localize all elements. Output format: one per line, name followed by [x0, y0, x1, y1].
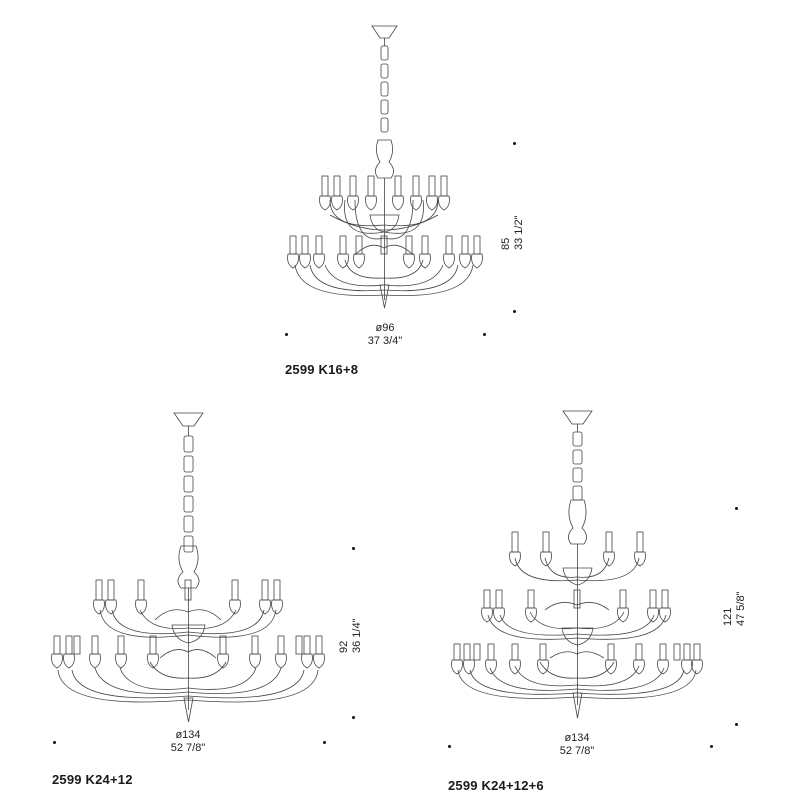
diameter-metric: ø96 — [375, 322, 395, 334]
dim-marker — [352, 547, 355, 550]
dim-marker — [53, 741, 56, 744]
height-metric: 121 — [722, 607, 734, 626]
product-code: 2599 K24+12+6 — [448, 778, 544, 793]
chandelier-panel-k24-12: ø134 52 7/8" 92 36 1/4" 2599 K24+12 — [0, 400, 400, 800]
diameter-metric: ø134 — [564, 732, 590, 744]
diameter-dimension: ø134 52 7/8" — [158, 729, 218, 755]
height-dimension: 92 36 1/4" — [338, 619, 364, 654]
diameter-dimension: ø134 52 7/8" — [547, 732, 607, 758]
dim-marker — [513, 310, 516, 313]
dim-marker — [483, 333, 486, 336]
product-code: 2599 K24+12 — [52, 772, 133, 787]
chandelier-panel-k16-8: ø96 37 3/4" 85 33 1/2" 2599 K16+8 — [285, 25, 526, 377]
diameter-metric: ø134 — [175, 729, 201, 741]
dim-marker — [285, 333, 288, 336]
height-imperial: 47 5/8" — [735, 591, 747, 627]
dim-marker — [513, 142, 516, 145]
chandelier-drawing-k16-8 — [287, 25, 483, 309]
dim-marker — [448, 745, 451, 748]
dim-marker — [735, 723, 738, 726]
height-imperial: 33 1/2" — [513, 215, 525, 251]
chandelier-drawing-k24-12 — [51, 412, 325, 723]
diameter-imperial: 52 7/8" — [559, 745, 595, 757]
height-dimension: 121 47 5/8" — [722, 592, 748, 627]
diameter-dimension: ø96 37 3/4" — [355, 322, 415, 348]
height-metric: 85 — [500, 237, 512, 250]
chandelier-panel-k24-12-6: ø134 52 7/8" 121 47 5/8" 2599 K24+12+6 — [400, 400, 800, 800]
height-metric: 92 — [338, 640, 350, 653]
dim-marker — [710, 745, 713, 748]
diameter-imperial: 37 3/4" — [367, 335, 403, 347]
chandelier-drawing-k24-12-6 — [451, 410, 703, 719]
height-dimension: 85 33 1/2" — [500, 216, 526, 251]
height-imperial: 36 1/4" — [351, 618, 363, 654]
diameter-imperial: 52 7/8" — [170, 742, 206, 754]
product-code: 2599 K16+8 — [285, 362, 359, 377]
dim-marker — [735, 507, 738, 510]
dim-marker — [323, 741, 326, 744]
dim-marker — [352, 716, 355, 719]
